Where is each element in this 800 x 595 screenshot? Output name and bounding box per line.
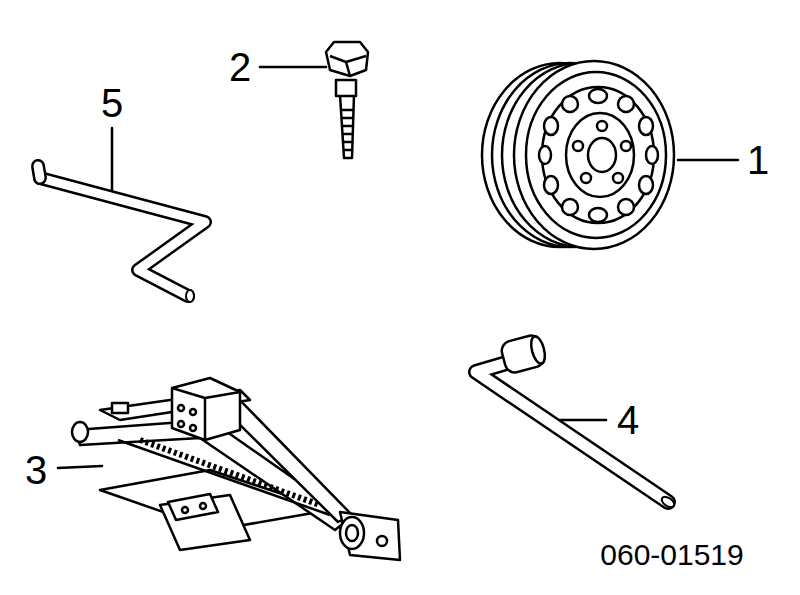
callout-number: 1 — [747, 140, 769, 180]
leader-line — [560, 419, 606, 422]
leader-line — [260, 66, 326, 69]
callout-number: 3 — [25, 450, 47, 490]
spare-wheel — [482, 61, 674, 249]
leader-line — [678, 159, 738, 162]
lug-wrench — [476, 333, 676, 509]
leader-line — [58, 466, 102, 468]
callout-number: 2 — [229, 47, 251, 87]
hold-down-bolt — [326, 42, 368, 158]
callout-number: 5 — [101, 83, 123, 123]
leader-line — [111, 128, 114, 190]
scissor-jack — [72, 378, 400, 560]
jack-handle — [38, 166, 205, 302]
figure-number: 060-01519 — [600, 540, 743, 570]
callout-number: 4 — [617, 400, 639, 440]
